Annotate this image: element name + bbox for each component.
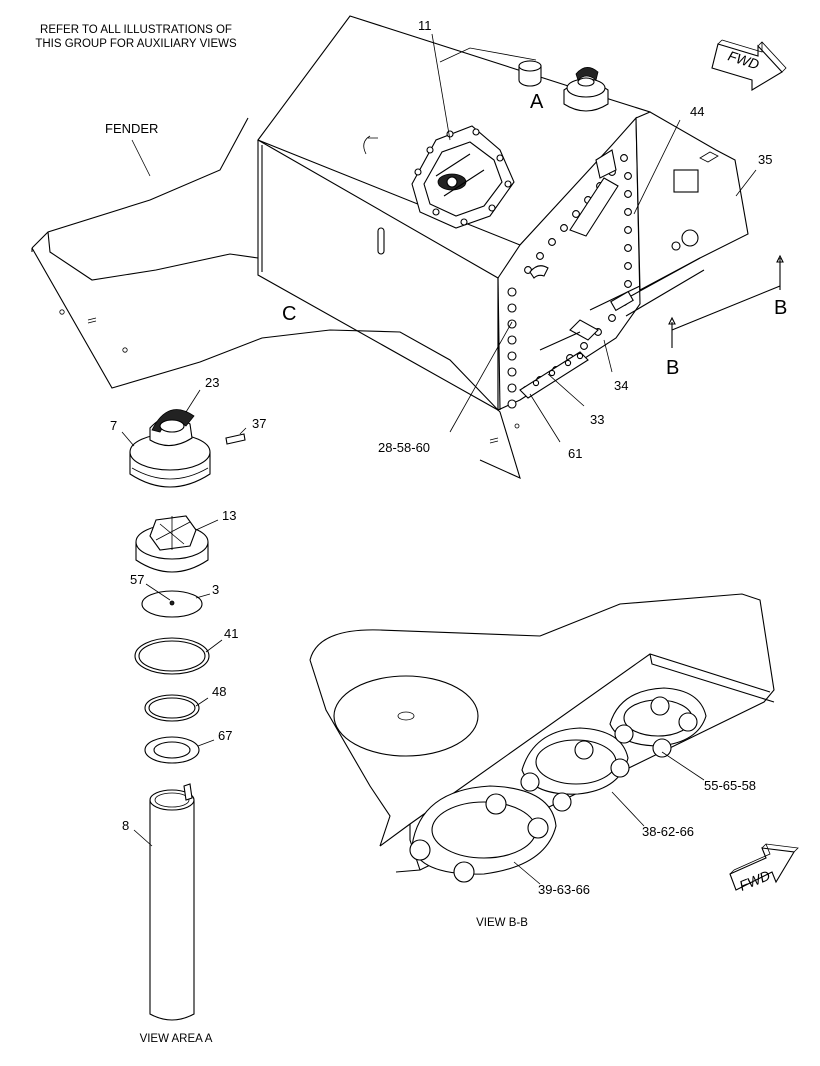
- section-b-right: B: [774, 297, 787, 319]
- view-area-a-caption: VIEW AREA A: [140, 1033, 213, 1045]
- callout-61: 61: [568, 446, 582, 461]
- callout-11: 11: [418, 18, 432, 33]
- view-bb-caption: VIEW B-B: [476, 917, 528, 929]
- callout-7: 7: [110, 418, 117, 433]
- fwd-arrow-top: FWD: [711, 39, 787, 91]
- strainer: [135, 515, 209, 573]
- callout-3: 3: [212, 582, 219, 597]
- callout-39-63-66: 39-63-66: [538, 882, 590, 897]
- pump-cover: [411, 125, 515, 229]
- callout-35: 35: [758, 152, 772, 167]
- auxiliary-note-line2: THIS GROUP FOR AUXILIARY VIEWS: [35, 38, 237, 50]
- fwd-label-bottom: FWD: [737, 867, 773, 894]
- section-line-b: B B: [666, 254, 787, 379]
- ring-67: [144, 736, 200, 764]
- callout-44: 44: [690, 104, 704, 119]
- leaders-exploded: [121, 389, 247, 847]
- callout-34: 34: [614, 378, 628, 393]
- tank: [257, 15, 749, 411]
- filler-cap-large: [563, 67, 609, 112]
- callout-41: 41: [224, 626, 238, 641]
- view-c-marker: C: [282, 303, 296, 325]
- callout-48: 48: [212, 684, 226, 699]
- view-bb: [309, 593, 775, 885]
- fwd-label-top: FWD: [726, 47, 761, 72]
- leaders-top: [431, 33, 757, 443]
- callout-67: 67: [218, 728, 232, 743]
- fastener-57: [169, 600, 175, 606]
- view-a-marker: A: [530, 91, 544, 113]
- callout-55-65-58: 55-65-58: [704, 778, 756, 793]
- callout-57: 57: [130, 572, 144, 587]
- callout-33: 33: [590, 412, 604, 427]
- callout-13: 13: [222, 508, 236, 523]
- fender-label: FENDER: [105, 121, 158, 136]
- fwd-arrow-bottom: FWD: [729, 843, 799, 894]
- section-b-left: B: [666, 357, 679, 379]
- auxiliary-note-line1: REFER TO ALL ILLUSTRATIONS OF: [40, 24, 232, 36]
- filler-tube: [149, 783, 195, 1021]
- callout-38-62-66: 38-62-66: [642, 824, 694, 839]
- filler-cap-small: [518, 60, 542, 87]
- pin-37: [225, 433, 246, 445]
- ring-48: [144, 694, 200, 722]
- callout-23: 23: [205, 375, 219, 390]
- o-ring-41: [134, 637, 210, 675]
- filler-cap: [129, 409, 211, 488]
- callout-37: 37: [252, 416, 266, 431]
- fender: FENDER: [31, 117, 521, 479]
- callout-28-58-60: 28-58-60: [378, 440, 430, 455]
- callout-8: 8: [122, 818, 129, 833]
